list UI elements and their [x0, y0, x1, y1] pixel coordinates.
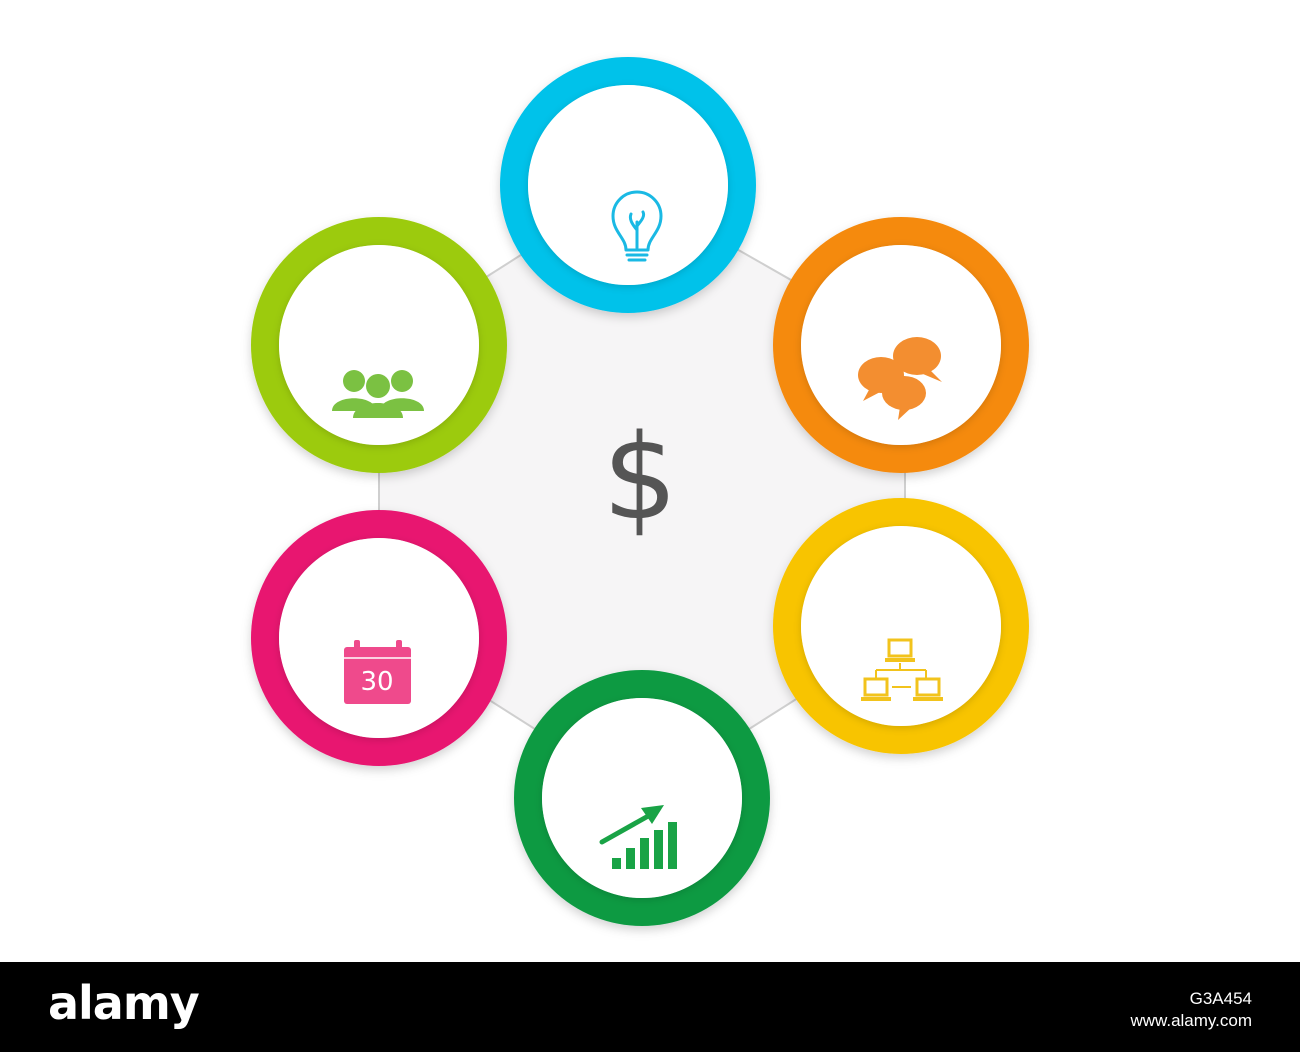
people-group-icon	[332, 370, 424, 418]
watermark-footer: alamy G3A454 www.alamy.com	[0, 962, 1300, 1052]
node-discussion	[773, 217, 1029, 473]
diagram-canvas: $	[251, 57, 1029, 926]
ring-schedule	[251, 510, 507, 766]
ring-team	[251, 217, 507, 473]
brand-logo: alamy	[48, 976, 200, 1030]
node-schedule: 30	[251, 510, 507, 766]
dollar-symbol: $	[602, 408, 677, 546]
stock-info: G3A454 www.alamy.com	[1130, 988, 1252, 1032]
computer-network-icon	[861, 638, 943, 701]
image-id: G3A454	[1189, 989, 1252, 1008]
ring-idea	[500, 57, 756, 313]
speech-bubbles-icon	[858, 337, 942, 420]
lightbulb-icon	[611, 190, 663, 262]
site-url: www.alamy.com	[1130, 1011, 1252, 1030]
node-network	[773, 498, 1029, 754]
node-idea	[500, 57, 756, 313]
node-growth	[514, 670, 770, 926]
node-team	[251, 217, 507, 473]
ring-growth	[514, 670, 770, 926]
ring-discussion	[773, 217, 1029, 473]
calendar-day: 30	[360, 667, 393, 697]
ring-network	[773, 498, 1029, 754]
growth-chart-icon	[599, 805, 677, 869]
calendar-icon: 30	[344, 640, 411, 704]
